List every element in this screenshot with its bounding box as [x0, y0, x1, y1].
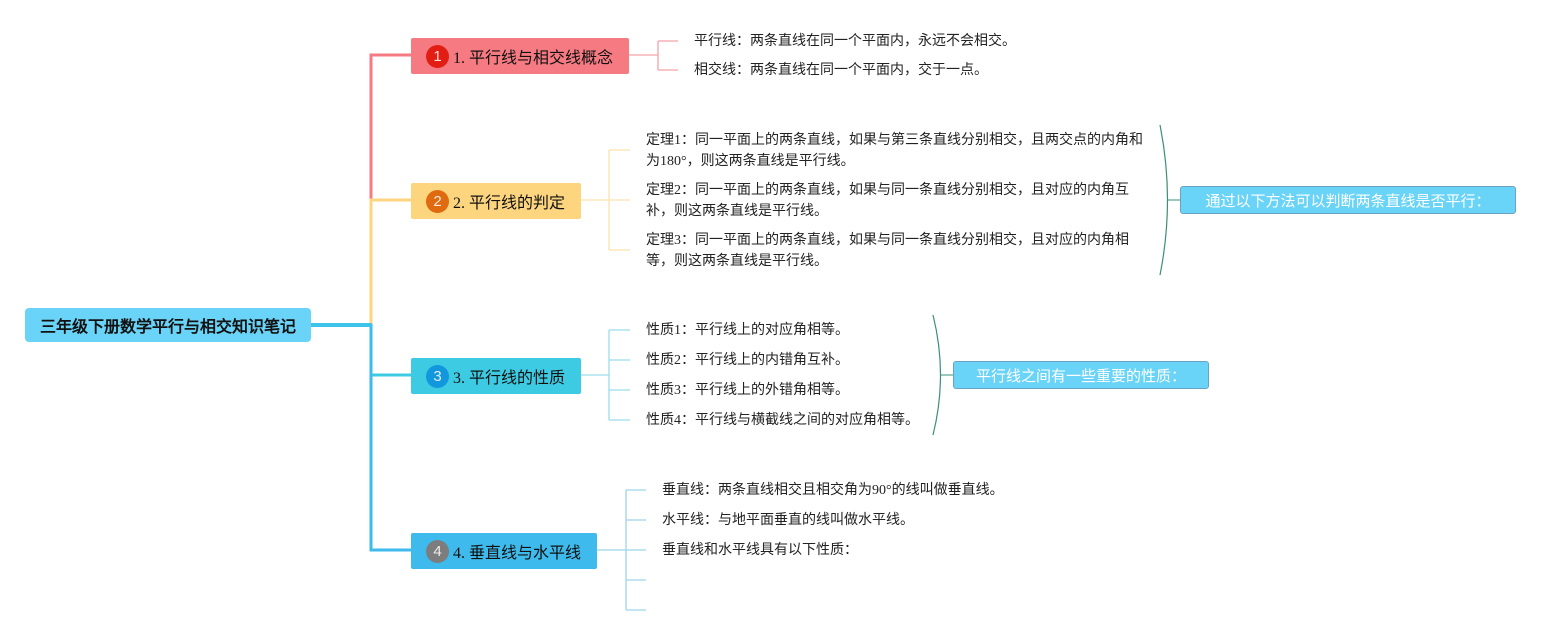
branch-1[interactable]: 1 1. 平行线与相交线概念: [411, 38, 629, 74]
branch-label: 2. 平行线的判定: [453, 195, 566, 212]
connector-b3-leaves: [581, 329, 630, 421]
leaf-property-2[interactable]: 性质2：平行线上的内错角互补。: [646, 353, 849, 368]
leaf-intersecting-definition[interactable]: 相交线：两条直线在同一个平面内，交于一点。: [694, 63, 988, 78]
branch-label: 1. 平行线与相交线概念: [453, 50, 614, 67]
connector-b1-leaves: [629, 40, 678, 71]
connector-root-b2: [311, 198, 411, 327]
connector-b2-leaves: [581, 149, 630, 251]
leaf-horizontal-line[interactable]: 水平线：与地平面垂直的线叫做水平线。: [662, 513, 914, 528]
connector-b4-leaves: [597, 489, 646, 611]
leaf-properties-intro[interactable]: 垂直线和水平线具有以下性质：: [662, 543, 858, 558]
leaf-theorem-3[interactable]: 定理3：同一平面上的两条直线，如果与同一条直线分别相交，且对应的内角相等，则这两…: [646, 233, 1129, 269]
leaf-property-3[interactable]: 性质3：平行线上的外错角相等。: [646, 383, 849, 398]
number-badge-icon: 3: [426, 364, 449, 388]
summary-properties[interactable]: 平行线之间有一些重要的性质：: [953, 361, 1209, 389]
connector-root-b4: [311, 323, 411, 552]
leaf-theorem-2[interactable]: 定理2：同一平面上的两条直线，如果与同一条直线分别相交，且对应的内角互补，则这两…: [646, 183, 1129, 219]
root-node[interactable]: 三年级下册数学平行与相交知识笔记: [25, 308, 311, 342]
leaf-vertical-line[interactable]: 垂直线：两条直线相交且相交角为90°的线叫做垂直线。: [662, 483, 1004, 498]
branch-4[interactable]: 4 4. 垂直线与水平线: [411, 533, 597, 569]
leaf-property-4[interactable]: 性质4：平行线与横截线之间的对应角相等。: [646, 413, 919, 428]
summary-label: 平行线之间有一些重要的性质：: [975, 367, 1186, 385]
leaf-theorem-1[interactable]: 定理1：同一平面上的两条直线，如果与第三条直线分别相交，且两交点的内角和为180…: [646, 133, 1143, 169]
summary-judgement[interactable]: 通过以下方法可以判断两条直线是否平行：: [1180, 186, 1516, 214]
summary-bracket-b3: [932, 314, 942, 436]
number-badge-icon: 2: [426, 189, 449, 213]
leaf-parallel-definition[interactable]: 平行线：两条直线在同一个平面内，永远不会相交。: [694, 34, 1016, 49]
summary-label: 通过以下方法可以判断两条直线是否平行：: [1205, 192, 1491, 210]
number-badge-icon: 1: [426, 44, 449, 68]
number-badge-icon: 4: [426, 539, 449, 563]
leaf-property-1[interactable]: 性质1：平行线上的对应角相等。: [646, 323, 849, 338]
branch-label: 3. 平行线的性质: [453, 370, 566, 387]
connector-root-b3: [311, 323, 411, 377]
branch-3[interactable]: 3 3. 平行线的性质: [411, 358, 581, 394]
summary-bracket-b2: [1159, 124, 1169, 276]
branch-label: 4. 垂直线与水平线: [453, 545, 582, 562]
root-label: 三年级下册数学平行与相交知识笔记: [39, 319, 296, 336]
branch-2[interactable]: 2 2. 平行线的判定: [411, 183, 581, 219]
connector-root-b1: [311, 53, 411, 327]
